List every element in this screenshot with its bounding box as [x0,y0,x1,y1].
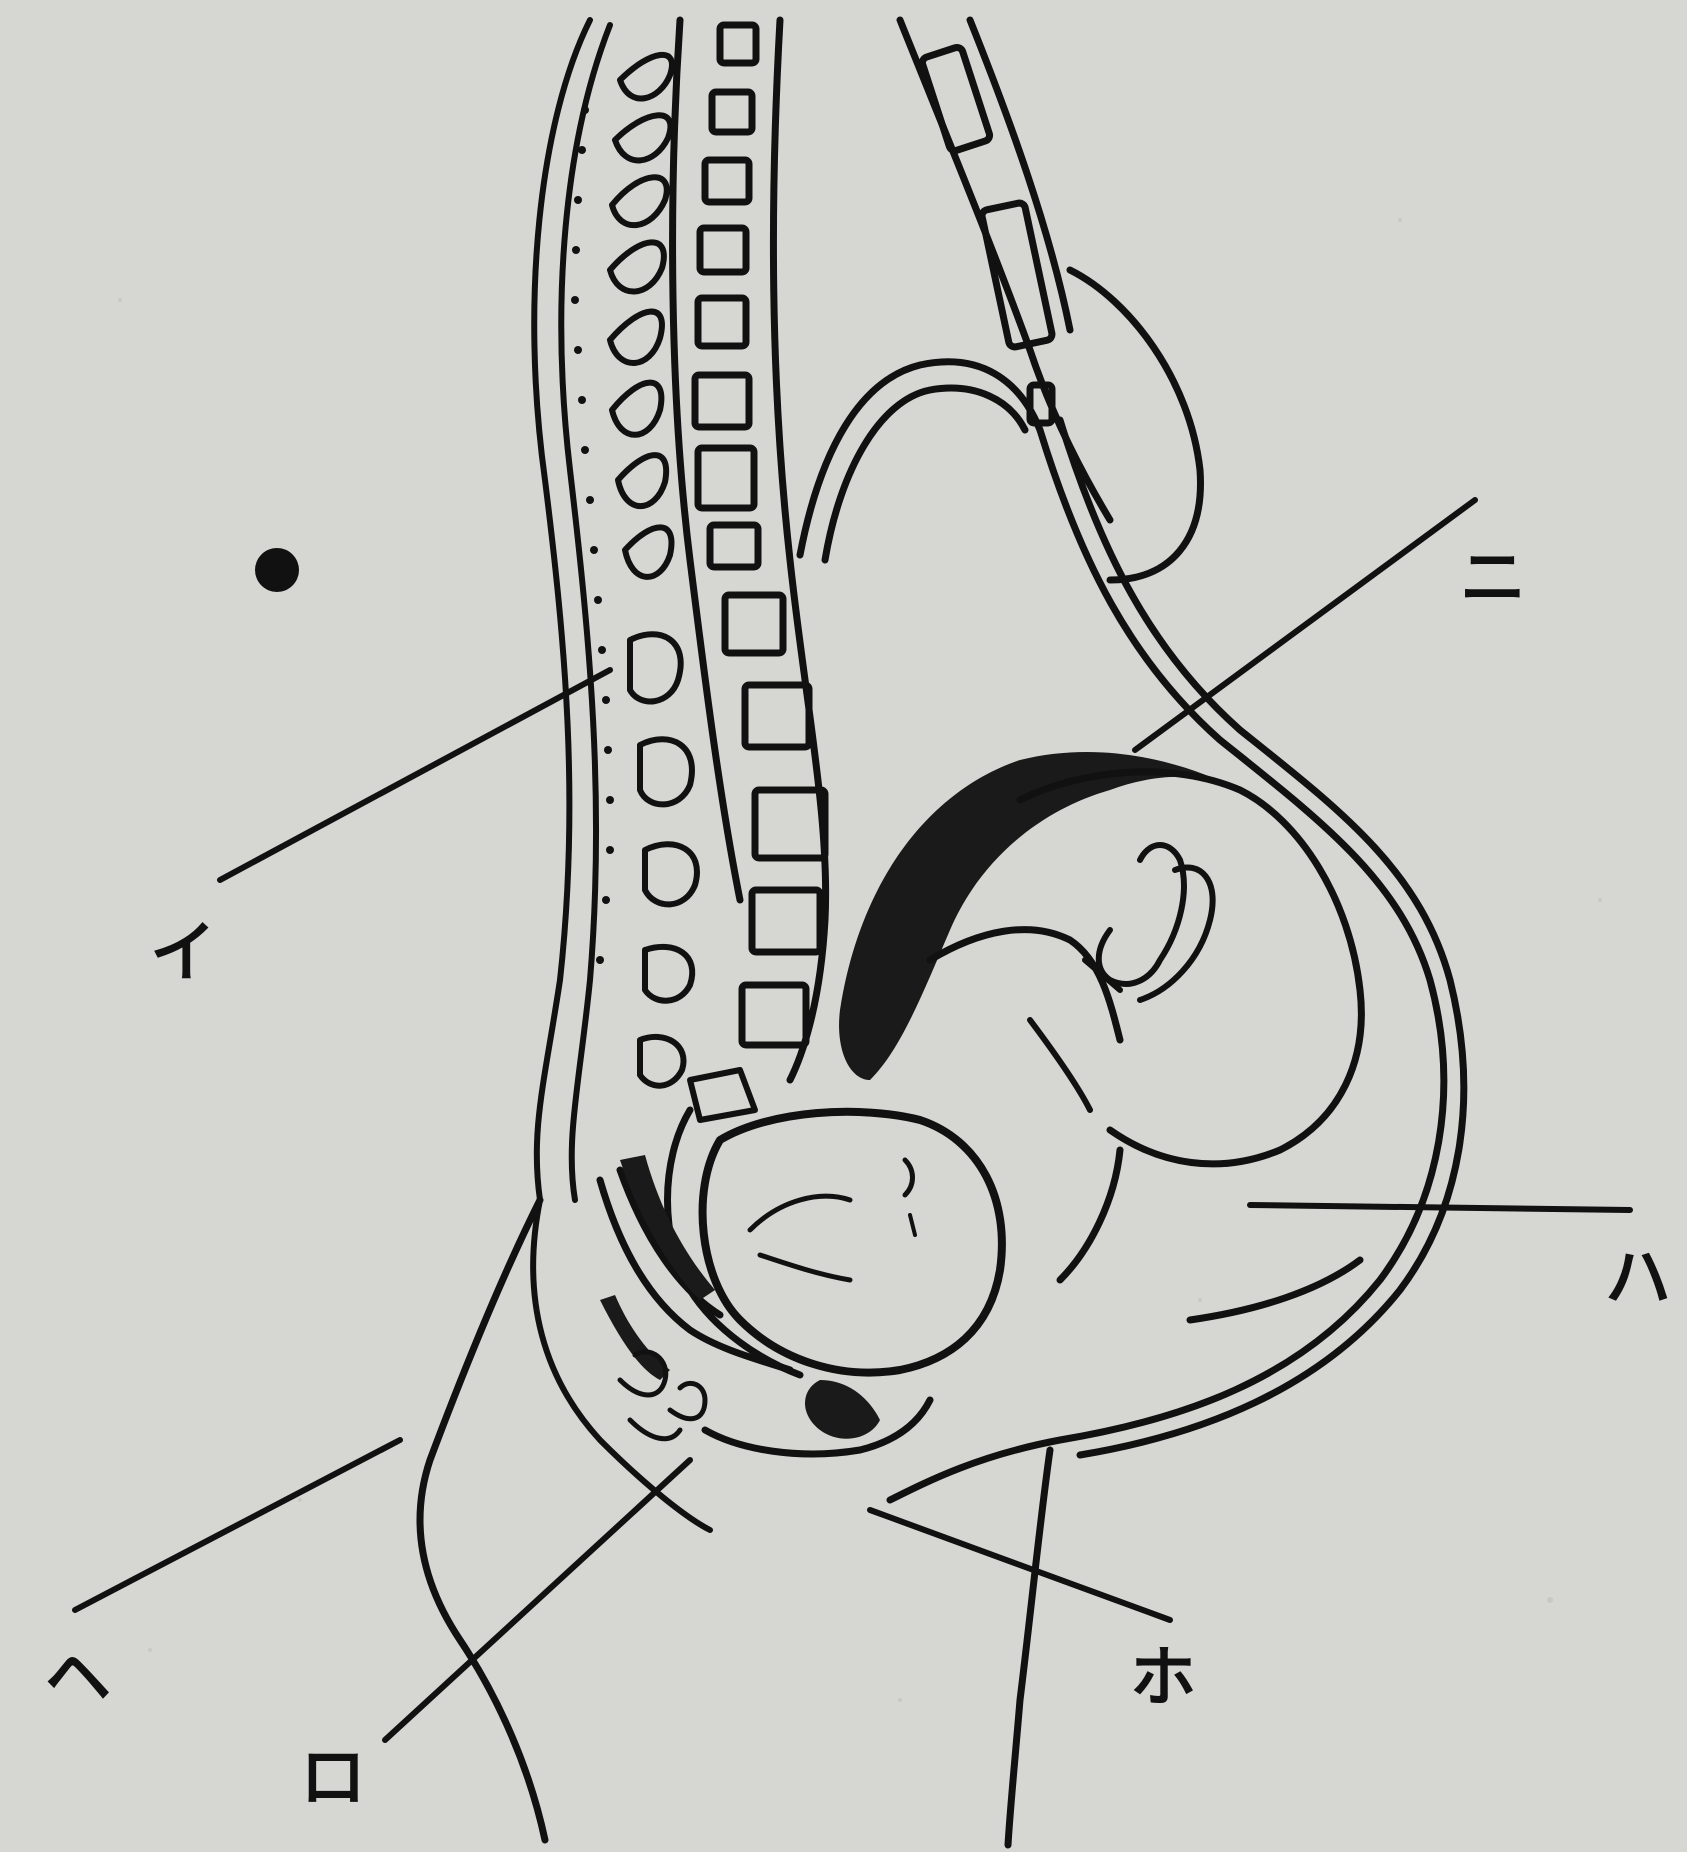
fetus-head [703,1112,1002,1373]
label-ha: ハ [1605,1239,1671,1316]
label-ni: ニ [1460,539,1526,616]
leader-line-ha [1250,1205,1630,1210]
label-he: ヘ [45,1639,111,1716]
leader-line-ho [870,1510,1170,1620]
uterus-wall [890,420,1464,1500]
label-ho: ホ [1130,1639,1196,1716]
front-outline [420,1200,1050,1845]
leader-line-ro [385,1460,690,1740]
label-ro: ロ [300,1739,366,1816]
neck-structure [900,20,1200,580]
rectum-coils [620,1352,705,1439]
fetus-arm [1030,845,1213,1110]
leader-lines [75,500,1630,1740]
label-i: イ [150,914,216,991]
organ-loop [800,362,1040,560]
dot-mark [255,548,299,592]
leader-line-he [75,1440,400,1610]
leader-line-i [220,670,610,880]
spinous-processes [610,55,672,577]
back-outline [533,20,710,1530]
pelvic-floor [600,1110,930,1454]
